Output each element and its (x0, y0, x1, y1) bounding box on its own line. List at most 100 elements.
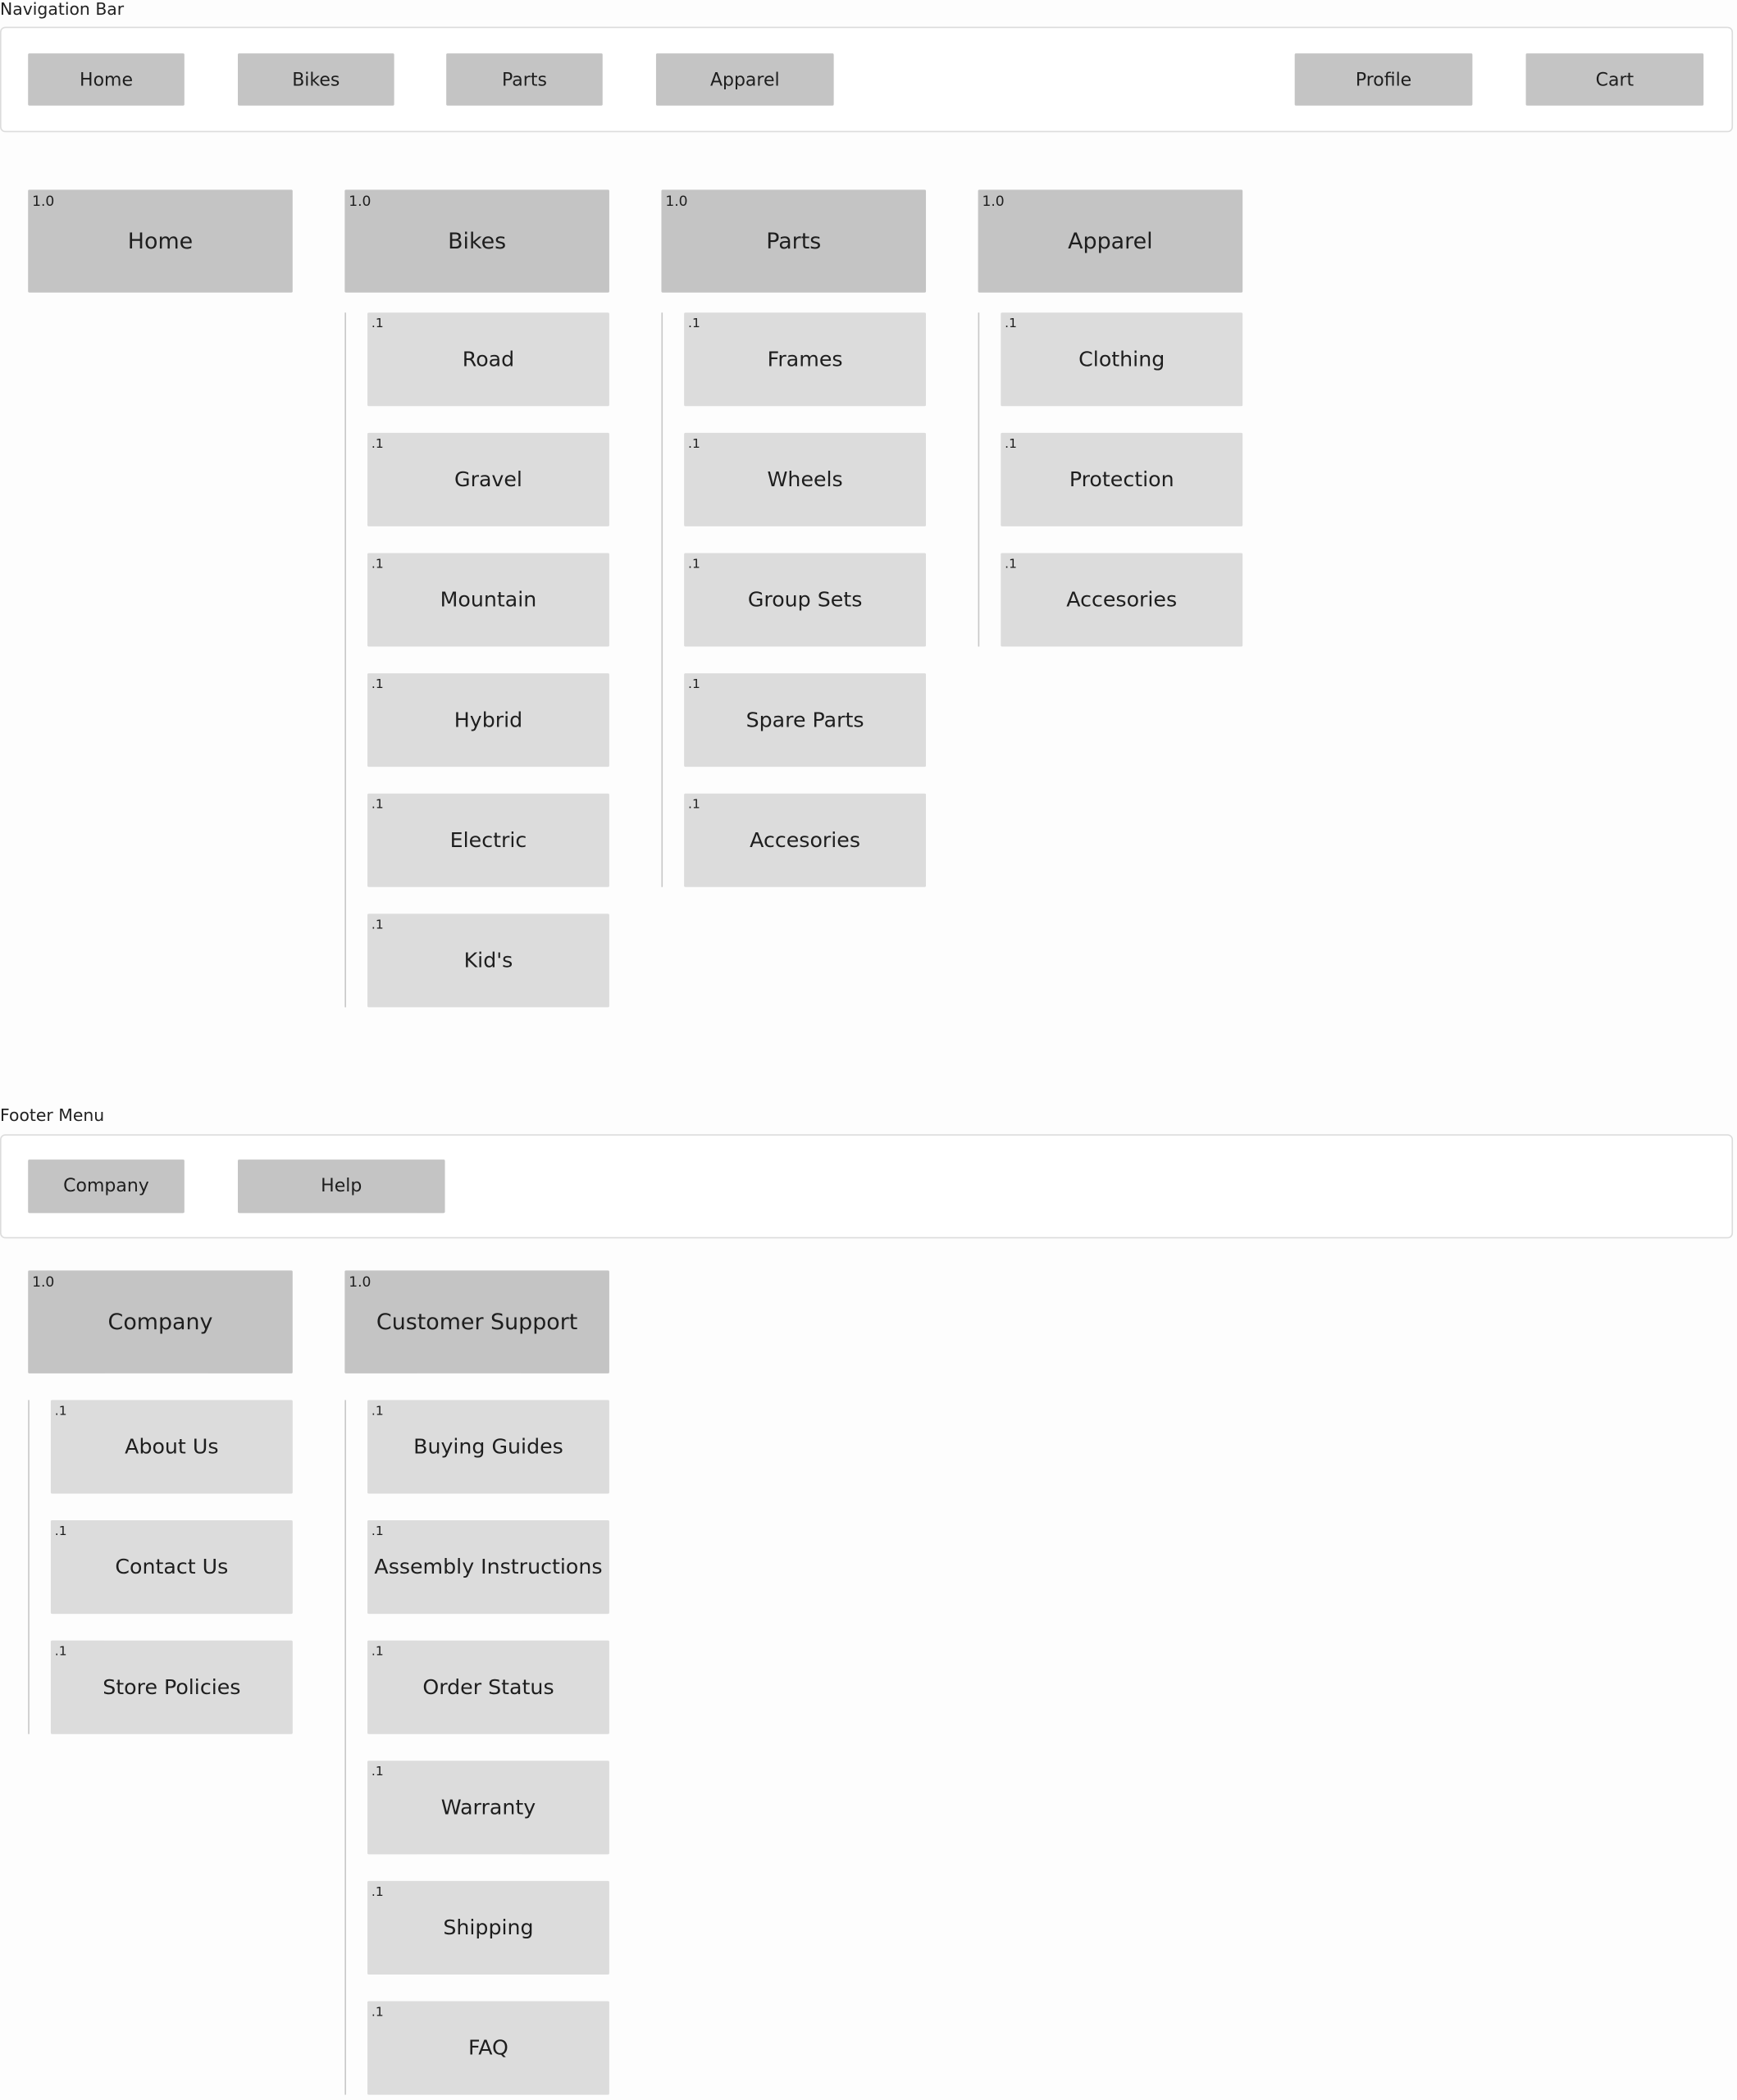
sitemap-item-label: Gravel (454, 467, 522, 492)
page-number-tag: 1.0 (32, 194, 55, 210)
sitemap-item-label: Protection (1069, 467, 1174, 492)
page-number-tag: .1 (371, 1404, 384, 1419)
nav-button-cart[interactable]: Cart (1525, 53, 1704, 106)
sitemap-item-label: FAQ (468, 2035, 508, 2061)
page-number-tag: 1.0 (982, 194, 1005, 210)
sitemap-item-label: Contact Us (115, 1555, 229, 1579)
page-number-tag: .1 (371, 1884, 384, 1900)
hierarchy-connector-line (344, 1400, 347, 2095)
page-number-tag: .1 (688, 677, 700, 692)
page-number-tag: .1 (371, 1524, 384, 1539)
sitemap-item-label: Accesories (750, 828, 861, 853)
page-number-tag: .1 (371, 1644, 384, 1660)
sitemap-item-label: Road (462, 347, 515, 371)
page-number-tag: .1 (371, 797, 384, 813)
nav-button-profile[interactable]: Profile (1294, 53, 1473, 106)
hierarchy-connector-line (344, 312, 347, 1008)
nav-button-apparel[interactable]: Apparel (655, 53, 834, 106)
hierarchy-connector-line (978, 312, 980, 647)
sitemap-item-label: Electric (449, 828, 527, 853)
navigation-bar-label: Navigation Bar (0, 0, 125, 19)
sitemap-item-label: Store Policies (103, 1675, 241, 1700)
footer-button-company[interactable]: Company (28, 1159, 185, 1214)
sitemap-item-label: Assembly Instructions (374, 1555, 603, 1579)
sitemap-header-label: Parts (766, 228, 822, 254)
page-number-tag: .1 (688, 557, 700, 572)
sitemap-item-label: Clothing (1078, 347, 1165, 371)
page-number-tag: .1 (371, 436, 384, 452)
nav-button-bikes[interactable]: Bikes (237, 53, 394, 106)
sitemap-item-label: Accesories (1066, 587, 1178, 613)
sitemap-header-label: Company (107, 1309, 213, 1335)
page-number-tag: 1.0 (32, 1274, 55, 1291)
hierarchy-connector-line (661, 312, 663, 887)
page-number-tag: .1 (371, 557, 384, 572)
sitemap-item-label: Frames (767, 347, 843, 371)
sitemap-header-label: Bikes (448, 228, 507, 254)
page-number-tag: 1.0 (665, 194, 688, 210)
page-number-tag: .1 (1005, 557, 1017, 572)
page-number-tag: 1.0 (349, 1274, 372, 1291)
page-number-tag: .1 (688, 797, 700, 813)
page-number-tag: .1 (54, 1644, 67, 1660)
footer-button-help[interactable]: Help (237, 1159, 445, 1214)
sitemap-header-label: Apparel (1068, 228, 1153, 254)
page-number-tag: .1 (371, 317, 384, 332)
sitemap-item-label: Wheels (767, 467, 843, 492)
page-number-tag: .1 (371, 677, 384, 692)
sitemap-item-label: Buying Guides (413, 1434, 563, 1460)
sitemap-item-label: Kid's (463, 948, 513, 973)
sitemap-item-label: Warranty (440, 1795, 536, 1820)
sitemap-item-label: Group Sets (747, 587, 863, 613)
page-number-tag: .1 (371, 1765, 384, 1780)
page-number-tag: .1 (371, 918, 384, 933)
sitemap-item-label: Order Status (422, 1675, 554, 1700)
page-number-tag: .1 (54, 1404, 67, 1419)
sitemap-item-label: Shipping (443, 1916, 534, 1940)
sitemap-item-label: Spare Parts (745, 708, 864, 732)
page-number-tag: .1 (1005, 317, 1017, 332)
nav-button-home[interactable]: Home (28, 53, 185, 106)
footer-menu-label: Footer Menu (0, 1105, 105, 1125)
sitemap-header-label: Home (127, 228, 194, 254)
sitemap-item-label: Hybrid (454, 708, 523, 732)
sitemap-item-label: Mountain (440, 587, 537, 613)
page-number-tag: .1 (54, 1524, 67, 1539)
page-number-tag: .1 (688, 436, 700, 452)
page-number-tag: 1.0 (349, 194, 372, 210)
page-number-tag: .1 (371, 2005, 384, 2020)
nav-button-parts[interactable]: Parts (446, 53, 603, 106)
page-number-tag: .1 (1005, 436, 1017, 452)
sitemap-header-label: Customer Support (376, 1309, 578, 1335)
